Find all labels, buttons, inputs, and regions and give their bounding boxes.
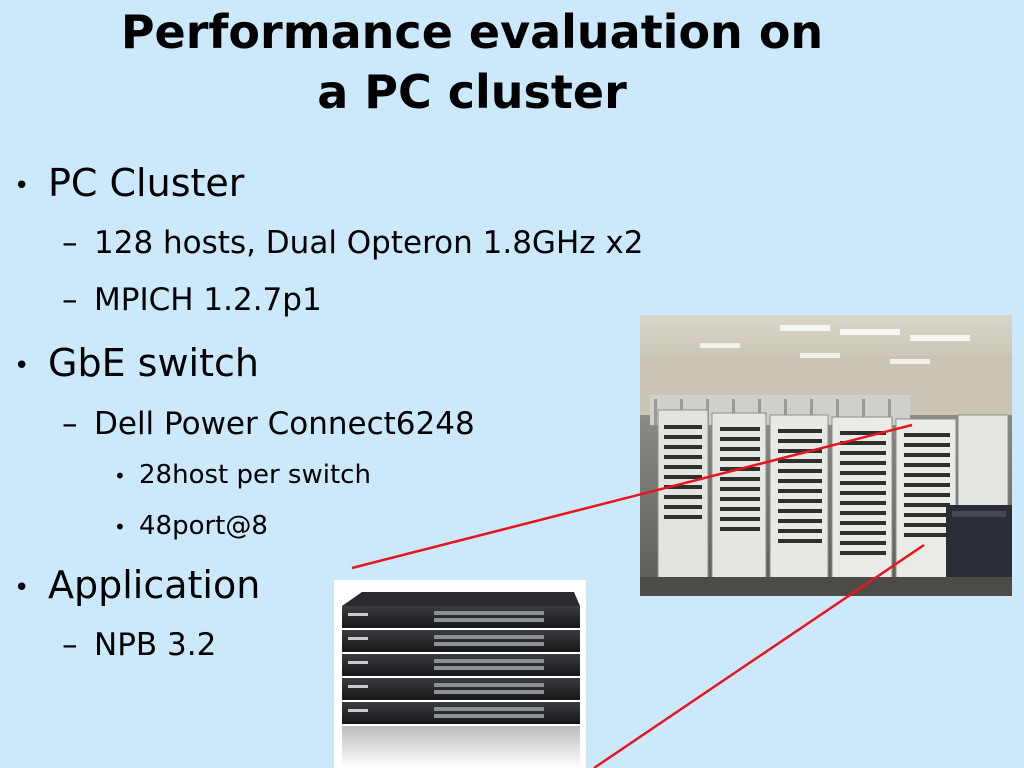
bullet-text: Application	[48, 563, 261, 607]
switch-photo	[334, 580, 586, 768]
bullet-dot-icon: •	[14, 573, 30, 603]
bullet-dot-icon: •	[14, 351, 30, 381]
stacked-network-switches-illustration	[342, 592, 580, 768]
server-room-racks-illustration	[640, 315, 1012, 596]
dash-icon: –	[62, 406, 78, 442]
sub-bullet-text: NPB 3.2	[94, 627, 217, 663]
bullet-dot-icon: •	[114, 515, 126, 539]
sub-bullet-text: 128 hosts, Dual Opteron 1.8GHz x2	[94, 225, 644, 261]
bullet-text: PC Cluster	[48, 161, 245, 205]
sub-sub-bullet-text: 28host per switch	[139, 460, 371, 490]
title-line-1: Performance evaluation on	[120, 5, 824, 59]
sub-sub-bullet-text: 48port@8	[139, 511, 268, 541]
sub-bullet-text: Dell Power Connect6248	[94, 406, 475, 442]
slide-title: Performance evaluation on a PC cluster	[0, 2, 944, 122]
title-line-2: a PC cluster	[317, 65, 627, 119]
bullet-text: GbE switch	[48, 341, 259, 385]
dash-icon: –	[62, 225, 78, 261]
dash-icon: –	[62, 627, 78, 663]
bullet-dot-icon: •	[14, 171, 30, 201]
dash-icon: –	[62, 282, 78, 318]
cluster-photo	[640, 315, 1012, 596]
sub-bullet-text: MPICH 1.2.7p1	[94, 282, 322, 318]
bullet-dot-icon: •	[114, 464, 126, 488]
